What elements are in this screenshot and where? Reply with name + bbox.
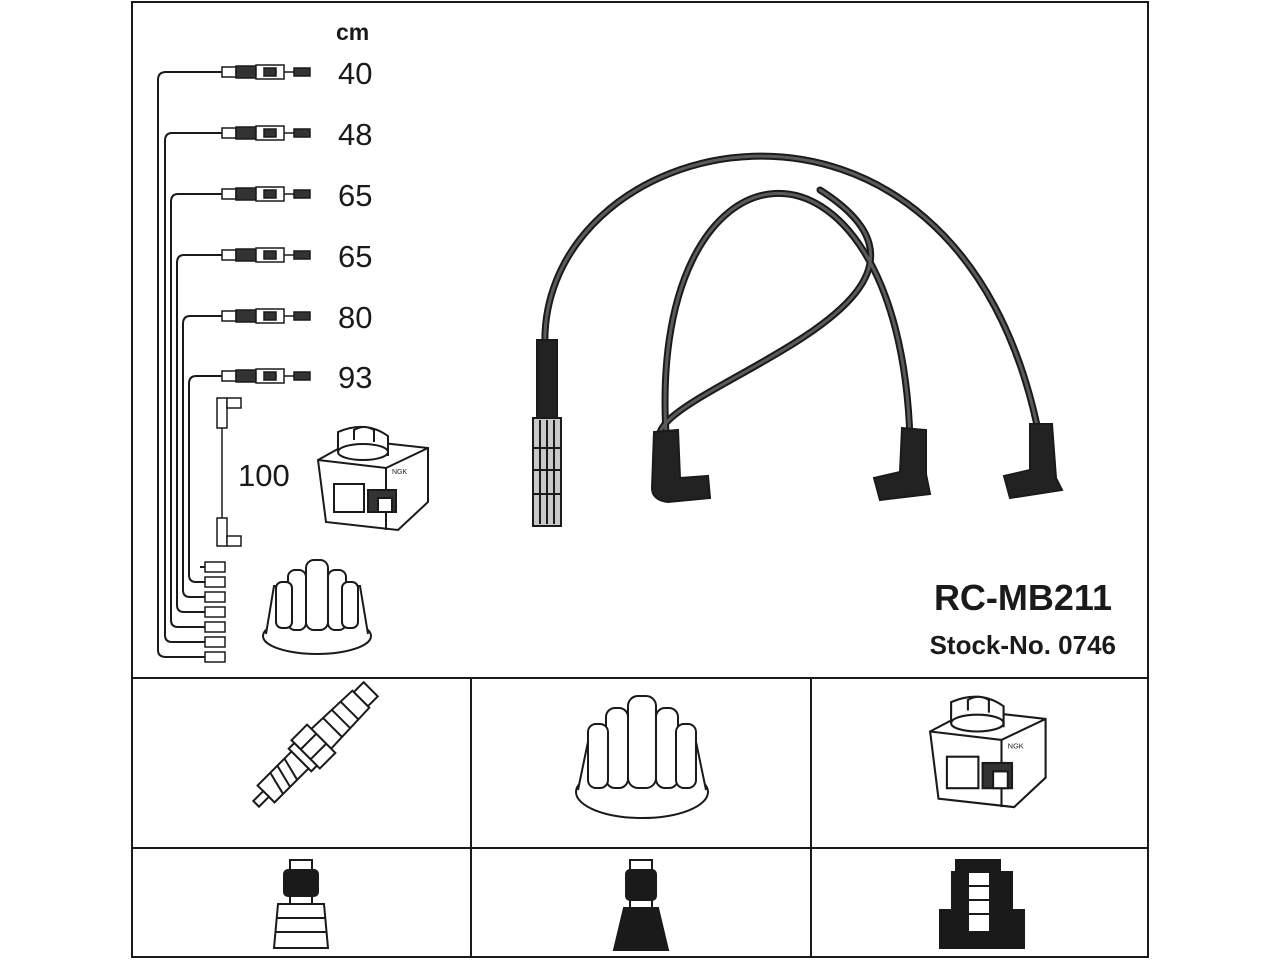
angled-plug-boots bbox=[650, 423, 1064, 504]
connector-93 bbox=[221, 368, 311, 384]
ignition-coil-icon: NGK bbox=[316, 425, 429, 532]
lead-lengths: 40 48 65 65 80 93 100 bbox=[238, 56, 372, 493]
coil-lead-length: 100 bbox=[238, 458, 290, 493]
connector-65-a bbox=[221, 186, 311, 202]
svg-text:NGK: NGK bbox=[392, 469, 408, 476]
coil-lead bbox=[216, 397, 242, 547]
angled-boot-2 bbox=[872, 426, 932, 502]
connector-40 bbox=[221, 64, 311, 80]
lead-bundle-wires bbox=[157, 71, 222, 658]
lead-length: 65 bbox=[338, 239, 372, 274]
plug-connectors bbox=[221, 64, 311, 384]
angled-boot-1 bbox=[650, 428, 712, 504]
unit-label: cm bbox=[336, 19, 369, 45]
lead-length: 48 bbox=[338, 117, 372, 152]
svg-text:NGK: NGK bbox=[1008, 741, 1024, 750]
connector-80 bbox=[221, 308, 311, 324]
lead-length: 93 bbox=[338, 360, 372, 395]
distributor-cap-icon bbox=[575, 695, 709, 819]
coil-terminal-icon bbox=[939, 859, 1025, 949]
connector-65-b bbox=[221, 247, 311, 263]
angled-boot-3 bbox=[1002, 423, 1064, 500]
lead-length: 65 bbox=[338, 178, 372, 213]
lead-length: 80 bbox=[338, 300, 372, 335]
product-code: RC-MB211 bbox=[934, 577, 1112, 618]
stock-number: Stock-No. 0746 bbox=[930, 630, 1116, 660]
ignition-cables-core bbox=[543, 154, 1042, 450]
connector-48 bbox=[221, 125, 311, 141]
lead-length: 40 bbox=[338, 56, 372, 91]
spark-plug-icon bbox=[251, 680, 380, 809]
spark-plug-terminal-icon bbox=[272, 859, 330, 949]
distributor-terminal-icon bbox=[612, 859, 670, 951]
ignition-coil-icon: NGK bbox=[928, 695, 1047, 809]
diagram-frame bbox=[131, 1, 1149, 958]
distributor-cap-icon bbox=[262, 559, 372, 655]
distributor-terminals bbox=[204, 561, 226, 663]
straight-plug-boot bbox=[532, 339, 562, 527]
